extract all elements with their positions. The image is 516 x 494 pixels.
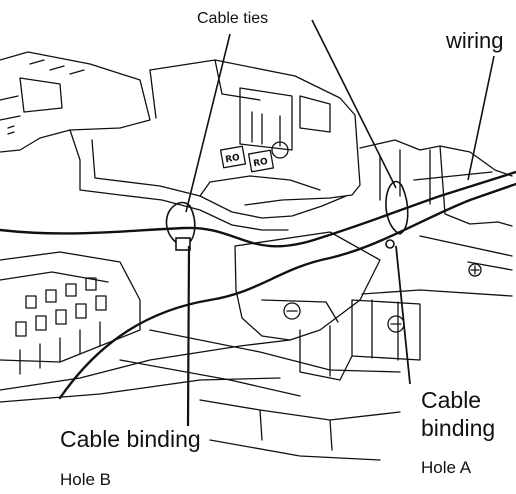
leader-cable-tie-right [311, 19, 397, 189]
label-wiring: wiring [446, 28, 504, 53]
label-hole-a: Hole A [421, 458, 472, 477]
label-cable-binding-right: Cable binding [421, 386, 495, 442]
cable-tie-left [165, 201, 196, 251]
ro-markings [219, 145, 275, 173]
right-frame [359, 139, 513, 297]
bottom-rails [119, 329, 401, 461]
leader-cable-tie-left [185, 33, 231, 213]
wiring-bundle [0, 170, 516, 400]
cable-tie-right [385, 180, 409, 249]
terminal-screws [15, 277, 107, 337]
upper-left-bracket [0, 51, 151, 153]
label-cable-ties: Cable ties [197, 10, 269, 27]
ro-mark-2: RO [253, 157, 269, 169]
ro-mark-1: RO [225, 153, 241, 165]
leader-cable-binding-right [395, 245, 411, 385]
leader-lines [185, 19, 495, 427]
label-hole-b: Hole B [60, 470, 112, 489]
label-cable-binding-left: Cable binding [60, 426, 201, 452]
central-housing [69, 59, 361, 231]
leader-cable-binding-left [186, 245, 191, 427]
terminal-block [0, 251, 291, 403]
label-cable-binding-right-line2: binding [421, 415, 496, 441]
leader-wiring [467, 55, 495, 181]
mounting-plate [234, 231, 421, 381]
label-cable-binding-right-line1: Cable [421, 387, 482, 413]
